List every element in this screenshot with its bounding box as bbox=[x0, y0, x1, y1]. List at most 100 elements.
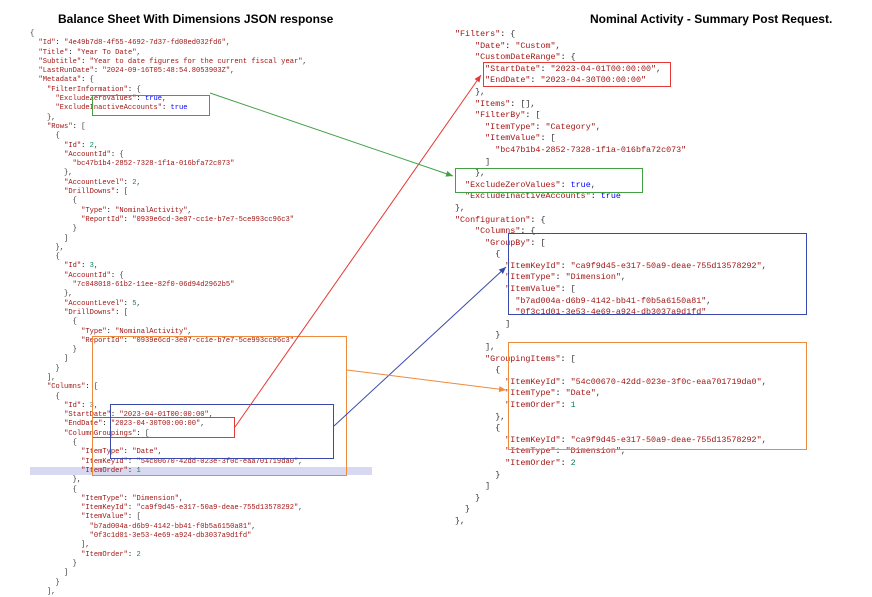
right-code-line: "ItemType": "Category", bbox=[485, 121, 601, 132]
right-code-line: "GroupingItems": [ bbox=[485, 353, 576, 364]
left-code-line: }, bbox=[30, 169, 73, 178]
right-code-line: ], bbox=[455, 342, 496, 353]
left-code-line: } bbox=[30, 225, 77, 234]
right-code-line: }, bbox=[455, 515, 466, 526]
left-code-line: "AccountId": { bbox=[64, 271, 124, 280]
left-code-line: "AccountLevel": 5, bbox=[64, 299, 141, 308]
left-code-line: { bbox=[30, 253, 60, 262]
left-code-line: "ItemKeyId": "ca9f9d45-e317-50a9-deae-75… bbox=[81, 504, 303, 513]
left-code-line: ] bbox=[30, 569, 69, 578]
left-code-line: "LastRunDate": "2024-09-16T05:48:54.8053… bbox=[38, 67, 235, 76]
blue-connector bbox=[333, 266, 507, 427]
right-code-line: ] bbox=[455, 481, 491, 492]
left-code-line: "Id": "4e49b7d8-4f55-4692-7d37-fd08ed032… bbox=[38, 39, 231, 48]
right-code-line: "EndDate": "2023-04-30T00:00:00" bbox=[485, 75, 646, 86]
right-code-line: "b7ad004a-d6b9-4142-bb41-f0b5a6150a81", bbox=[515, 295, 712, 306]
selection-highlight bbox=[30, 467, 372, 475]
left-code-line: "7c048018-61b2-11ee-82f0-06d94d2962b5" bbox=[72, 281, 235, 290]
right-code-line: }, bbox=[455, 411, 506, 422]
right-code-line: "ItemValue": [ bbox=[485, 133, 556, 144]
right-code-line: "ItemOrder": 2 bbox=[505, 457, 576, 468]
right-code-line: } bbox=[455, 492, 481, 503]
right-code-line: "CustomDateRange": { bbox=[475, 52, 576, 63]
right-code-line: { bbox=[455, 423, 501, 434]
right-code-line: "ItemType": "Dimension", bbox=[505, 272, 626, 283]
left-code-line: }, bbox=[30, 476, 82, 485]
left-code-line: "ItemKeyId": "54c00670-42dd-023e-3f0c-ea… bbox=[81, 457, 303, 466]
right-code-line: "ItemKeyId": "ca9f9d45-e317-50a9-deae-75… bbox=[505, 260, 767, 271]
right-code-line: } bbox=[455, 330, 501, 341]
left-code-line: ], bbox=[30, 587, 56, 596]
left-code-line: "FilterInformation": { bbox=[47, 85, 141, 94]
right-code-line: "Configuration": { bbox=[455, 214, 546, 225]
right-code-line: }, bbox=[455, 86, 486, 97]
right-code-line: "Columns": { bbox=[475, 226, 536, 237]
green-connector bbox=[209, 92, 454, 177]
left-code-line: "ItemOrder": 1 bbox=[81, 466, 141, 475]
left-code-line: "Id": 2, bbox=[64, 141, 99, 150]
left-code-line: }, bbox=[30, 243, 65, 252]
left-code-line: } bbox=[30, 364, 60, 373]
left-code-line: { bbox=[30, 318, 77, 327]
left-code-line: { bbox=[30, 392, 60, 401]
left-code-line: "EndDate": "2023-04-30T00:00:00", bbox=[64, 420, 205, 429]
left-panel-title: Balance Sheet With Dimensions JSON respo… bbox=[58, 12, 334, 26]
left-code-line: "Subtitle": "Year to date figures for th… bbox=[38, 57, 307, 66]
left-code-line: { bbox=[30, 197, 77, 206]
right-code-line: "bc47b1b4-2852-7328-1f1a-016bfa72c073" bbox=[495, 144, 687, 155]
right-code-line: } bbox=[455, 504, 471, 515]
left-code-line: "DrillDowns": [ bbox=[64, 308, 128, 317]
right-code-line: "ItemType": "Dimension", bbox=[505, 446, 626, 457]
right-code-line: "FilterBy": [ bbox=[475, 110, 541, 121]
right-code-line: "Filters": { bbox=[455, 29, 516, 39]
left-code-line: "ColumnGroupings": [ bbox=[64, 429, 150, 438]
left-code-line: ], bbox=[30, 373, 56, 382]
left-code-line: ], bbox=[30, 541, 90, 550]
left-code-line: "Type": "NominalActivity", bbox=[81, 206, 192, 215]
left-code-line: ] bbox=[30, 355, 69, 364]
right-code-line: "ItemValue": [ bbox=[505, 284, 576, 295]
left-code-line: { bbox=[30, 30, 35, 38]
right-code-line: "GroupBy": [ bbox=[485, 237, 546, 248]
left-code-line: "Columns": [ bbox=[47, 383, 99, 392]
left-code-line: }, bbox=[30, 113, 56, 122]
right-code-line: "StartDate": "2023-04-01T00:00:00", bbox=[485, 63, 662, 74]
left-code-line: "Metadata": { bbox=[38, 76, 94, 85]
right-code-line: }, bbox=[455, 168, 486, 179]
left-code-line: "ItemValue": [ bbox=[81, 513, 141, 522]
right-code-line: "ItemKeyId": "54c00670-42dd-023e-3f0c-ea… bbox=[505, 376, 767, 387]
left-code-line: "Rows": [ bbox=[47, 122, 86, 131]
right-code-line: "ItemType": "Date", bbox=[505, 388, 601, 399]
right-code-line: }, bbox=[455, 202, 466, 213]
left-code-line: } bbox=[30, 578, 60, 587]
right-code-line: "ItemKeyId": "ca9f9d45-e317-50a9-deae-75… bbox=[505, 434, 767, 445]
red-connector bbox=[234, 74, 482, 428]
left-code-line: "ItemOrder": 2 bbox=[81, 550, 141, 559]
left-code-line: "AccountId": { bbox=[64, 150, 124, 159]
right-code-line: "ExcludeZeroValues": true, bbox=[465, 179, 596, 190]
right-code-line: ] bbox=[455, 156, 491, 167]
right-code-line: "ItemOrder": 1 bbox=[505, 400, 576, 410]
right-code-line: "0f3c1d01-3e53-4e69-a924-db3037a9d1fd" bbox=[515, 307, 707, 318]
left-code-line: "ExcludeZeroValues": true, bbox=[55, 95, 167, 104]
left-code-line: "StartDate": "2023-04-01T00:00:00", bbox=[64, 411, 214, 420]
left-code-line: "ItemType": "Dimension", bbox=[81, 494, 184, 503]
left-code-line: } bbox=[30, 346, 77, 355]
left-code-line: }, bbox=[30, 290, 73, 299]
left-code-line: "ReportId": "0939e6cd-3e07-cc1e-b7e7-5ce… bbox=[81, 336, 294, 345]
left-code-line: "ItemType": "Date", bbox=[81, 448, 163, 457]
right-code-line: { bbox=[455, 365, 501, 376]
left-code-line: ] bbox=[30, 234, 69, 243]
orange-connector bbox=[346, 369, 507, 393]
left-code-line: "bc47b1b4-2852-7328-1f1a-016bfa72c073" bbox=[72, 160, 235, 169]
left-code-line: { bbox=[30, 132, 60, 141]
left-code-line: "Id": 3, bbox=[64, 401, 99, 410]
left-code-line: "ReportId": "0939e6cd-3e07-cc1e-b7e7-5ce… bbox=[81, 215, 294, 224]
left-code-line: "AccountLevel": 2, bbox=[64, 178, 141, 187]
left-code-line: "Id": 3, bbox=[64, 262, 99, 271]
left-code-line: "Title": "Year To Date", bbox=[38, 48, 141, 57]
connector-arrows bbox=[209, 74, 507, 428]
left-code-line: "Type": "NominalActivity", bbox=[81, 327, 192, 336]
left-code-line: } bbox=[30, 559, 77, 568]
right-code-line: { bbox=[455, 249, 501, 260]
